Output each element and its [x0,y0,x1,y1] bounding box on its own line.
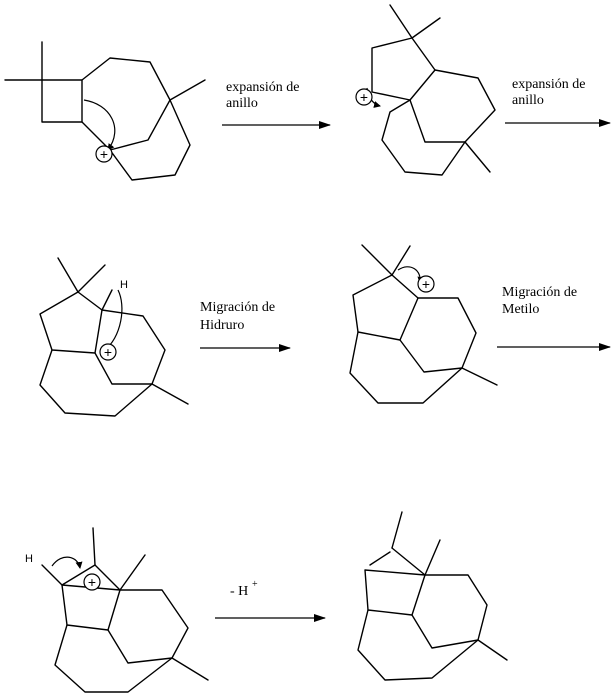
svg-text:Hidruro: Hidruro [200,318,244,333]
cation-charge-1: + [95,145,113,163]
molecule-6-product [357,511,508,681]
svg-text:Metilo: Metilo [502,302,539,317]
molecule-4-cation: + [349,244,498,404]
svg-text:expansión de: expansión de [512,77,585,92]
svg-text:expansión de: expansión de [226,80,299,95]
molecule-5-cation: H + [25,527,209,693]
svg-text:Migración de: Migración de [502,285,577,300]
svg-text:- H: - H [230,584,248,599]
svg-text:anillo: anillo [226,96,258,111]
svg-text:+: + [422,276,430,292]
svg-text:+: + [360,89,368,105]
cation-charge-4: + [417,275,435,293]
svg-text:+: + [252,579,258,590]
step-label-1: expansión de anillo [226,80,299,111]
svg-text:Migración de: Migración de [200,300,275,315]
cation-charge-3: + [99,343,117,361]
step-label-4: Migración de Metilo [502,285,577,317]
molecule-2-cation: + [355,4,496,176]
molecule-3-cation: H + [39,257,189,417]
hydrogen-atom-2: H [25,553,33,565]
svg-text:+: + [100,146,108,162]
svg-text:+: + [88,574,96,590]
svg-text:anillo: anillo [512,93,544,108]
step-label-5: - H + [230,579,258,599]
hydrogen-atom: H [120,279,128,291]
cation-charge-5: + [83,573,101,591]
svg-text:+: + [104,344,112,360]
molecule-1-cyclobutyl-cation: + [4,41,206,181]
step-label-3: Migración de Hidruro [200,300,275,333]
step-label-2: expansión de anillo [512,77,585,108]
cation-charge-2: + [355,88,373,106]
